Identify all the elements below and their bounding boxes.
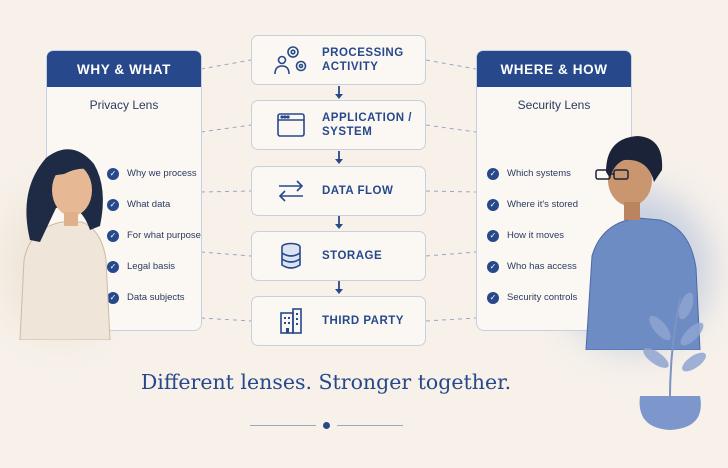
step-third-party: THIRD PARTY <box>251 296 426 346</box>
step-label: DATA FLOW <box>322 184 394 197</box>
checklist-item: ✓ Data subjects <box>107 282 201 313</box>
connector-line <box>200 190 252 193</box>
privacy-panel-header: WHY & WHAT <box>47 51 201 87</box>
step-data-flow: DATA FLOW <box>251 166 426 216</box>
checklist-item: ✓ Legal basis <box>107 251 201 282</box>
connector-line <box>200 59 252 70</box>
glasses-icon <box>595 169 629 180</box>
checklist-item-label: Where it's stored <box>507 199 578 210</box>
connector-line <box>425 190 477 193</box>
checklist-item: ✓ Why we process <box>107 158 201 189</box>
step-label: STORAGE <box>322 249 383 262</box>
checklist-item: ✓ For what purpose <box>107 220 201 251</box>
divider-line-left <box>250 425 316 426</box>
checklist-item-label: Legal basis <box>127 261 176 272</box>
connector-line <box>425 124 477 133</box>
man-face <box>608 154 652 206</box>
security-panel-header: WHERE & HOW <box>477 51 631 87</box>
checklist-item: ✓ Where it's stored <box>487 189 578 220</box>
man-hair <box>606 136 663 182</box>
down-arrow-icon <box>335 86 343 99</box>
privacy-checklist: ✓ Why we process ✓ What data ✓ For what pur… <box>107 158 201 313</box>
woman-hair-fringe <box>50 162 92 176</box>
connector-line <box>200 317 252 322</box>
checklist-item-label: What data <box>127 199 171 210</box>
woman-neck <box>64 212 78 226</box>
checkmark-icon: ✓ <box>487 229 499 242</box>
checklist-item-label: How it moves <box>507 230 565 241</box>
step-storage: STORAGE <box>251 231 426 281</box>
divider-line-right <box>337 425 403 426</box>
checkmark-icon: ✓ <box>487 260 499 273</box>
connector-line <box>425 59 477 70</box>
checklist-item: ✓ Who has access <box>487 251 578 282</box>
woman-illustration <box>19 149 111 340</box>
checklist-item-label: Who has access <box>507 261 577 272</box>
step-processing-activity: PROCESSING ACTIVITY <box>251 35 426 85</box>
step-label: APPLICATION / SYSTEM <box>322 111 412 138</box>
checklist-item-label: Security controls <box>507 292 578 303</box>
checklist-item: ✓ What data <box>107 189 201 220</box>
down-arrow-icon <box>335 151 343 164</box>
woman-face <box>52 164 92 216</box>
checklist-item: ✓ Security controls <box>487 282 578 313</box>
checklist-item-label: Why we process <box>127 168 197 179</box>
building-icon <box>270 305 312 337</box>
plant-pot <box>639 396 701 430</box>
gears-person-icon <box>270 44 312 76</box>
man-neck <box>624 202 640 220</box>
step-application-system: APPLICATION / SYSTEM <box>251 100 426 150</box>
transfer-arrows-icon <box>270 175 312 207</box>
potted-plant-icon <box>639 292 706 430</box>
man-illustration <box>585 136 701 350</box>
connector-line <box>425 317 477 322</box>
checkmark-icon: ✓ <box>107 260 119 273</box>
checklist-item: ✓ How it moves <box>487 220 578 251</box>
checkmark-icon: ✓ <box>107 291 119 304</box>
step-label: THIRD PARTY <box>322 314 404 327</box>
checklist-item-label: For what purpose <box>127 230 201 241</box>
security-checklist: ✓ Which systems ✓ Where it's stored ✓ How i… <box>487 158 578 313</box>
database-icon <box>270 240 312 272</box>
connector-line <box>200 124 252 133</box>
step-label: PROCESSING ACTIVITY <box>322 46 404 73</box>
woman-body <box>19 221 111 340</box>
security-lens-title: Security Lens <box>517 98 591 112</box>
connector-line <box>200 251 252 257</box>
checkmark-icon: ✓ <box>487 291 499 304</box>
checkmark-icon: ✓ <box>107 198 119 211</box>
down-arrow-icon <box>335 216 343 229</box>
checkmark-icon: ✓ <box>487 198 499 211</box>
window-icon <box>270 109 312 141</box>
down-arrow-icon <box>335 281 343 294</box>
checkmark-icon: ✓ <box>107 229 119 242</box>
checkmark-icon: ✓ <box>107 167 119 180</box>
checklist-item: ✓ Which systems <box>487 158 578 189</box>
privacy-lens-title: Privacy Lens <box>89 98 159 112</box>
man-body <box>585 217 701 350</box>
divider-dot <box>323 422 330 429</box>
connector-line <box>425 251 477 257</box>
checklist-item-label: Data subjects <box>127 292 185 303</box>
checklist-item-label: Which systems <box>507 168 571 179</box>
checkmark-icon: ✓ <box>487 167 499 180</box>
tagline: Different lenses. Stronger together. <box>140 370 512 394</box>
